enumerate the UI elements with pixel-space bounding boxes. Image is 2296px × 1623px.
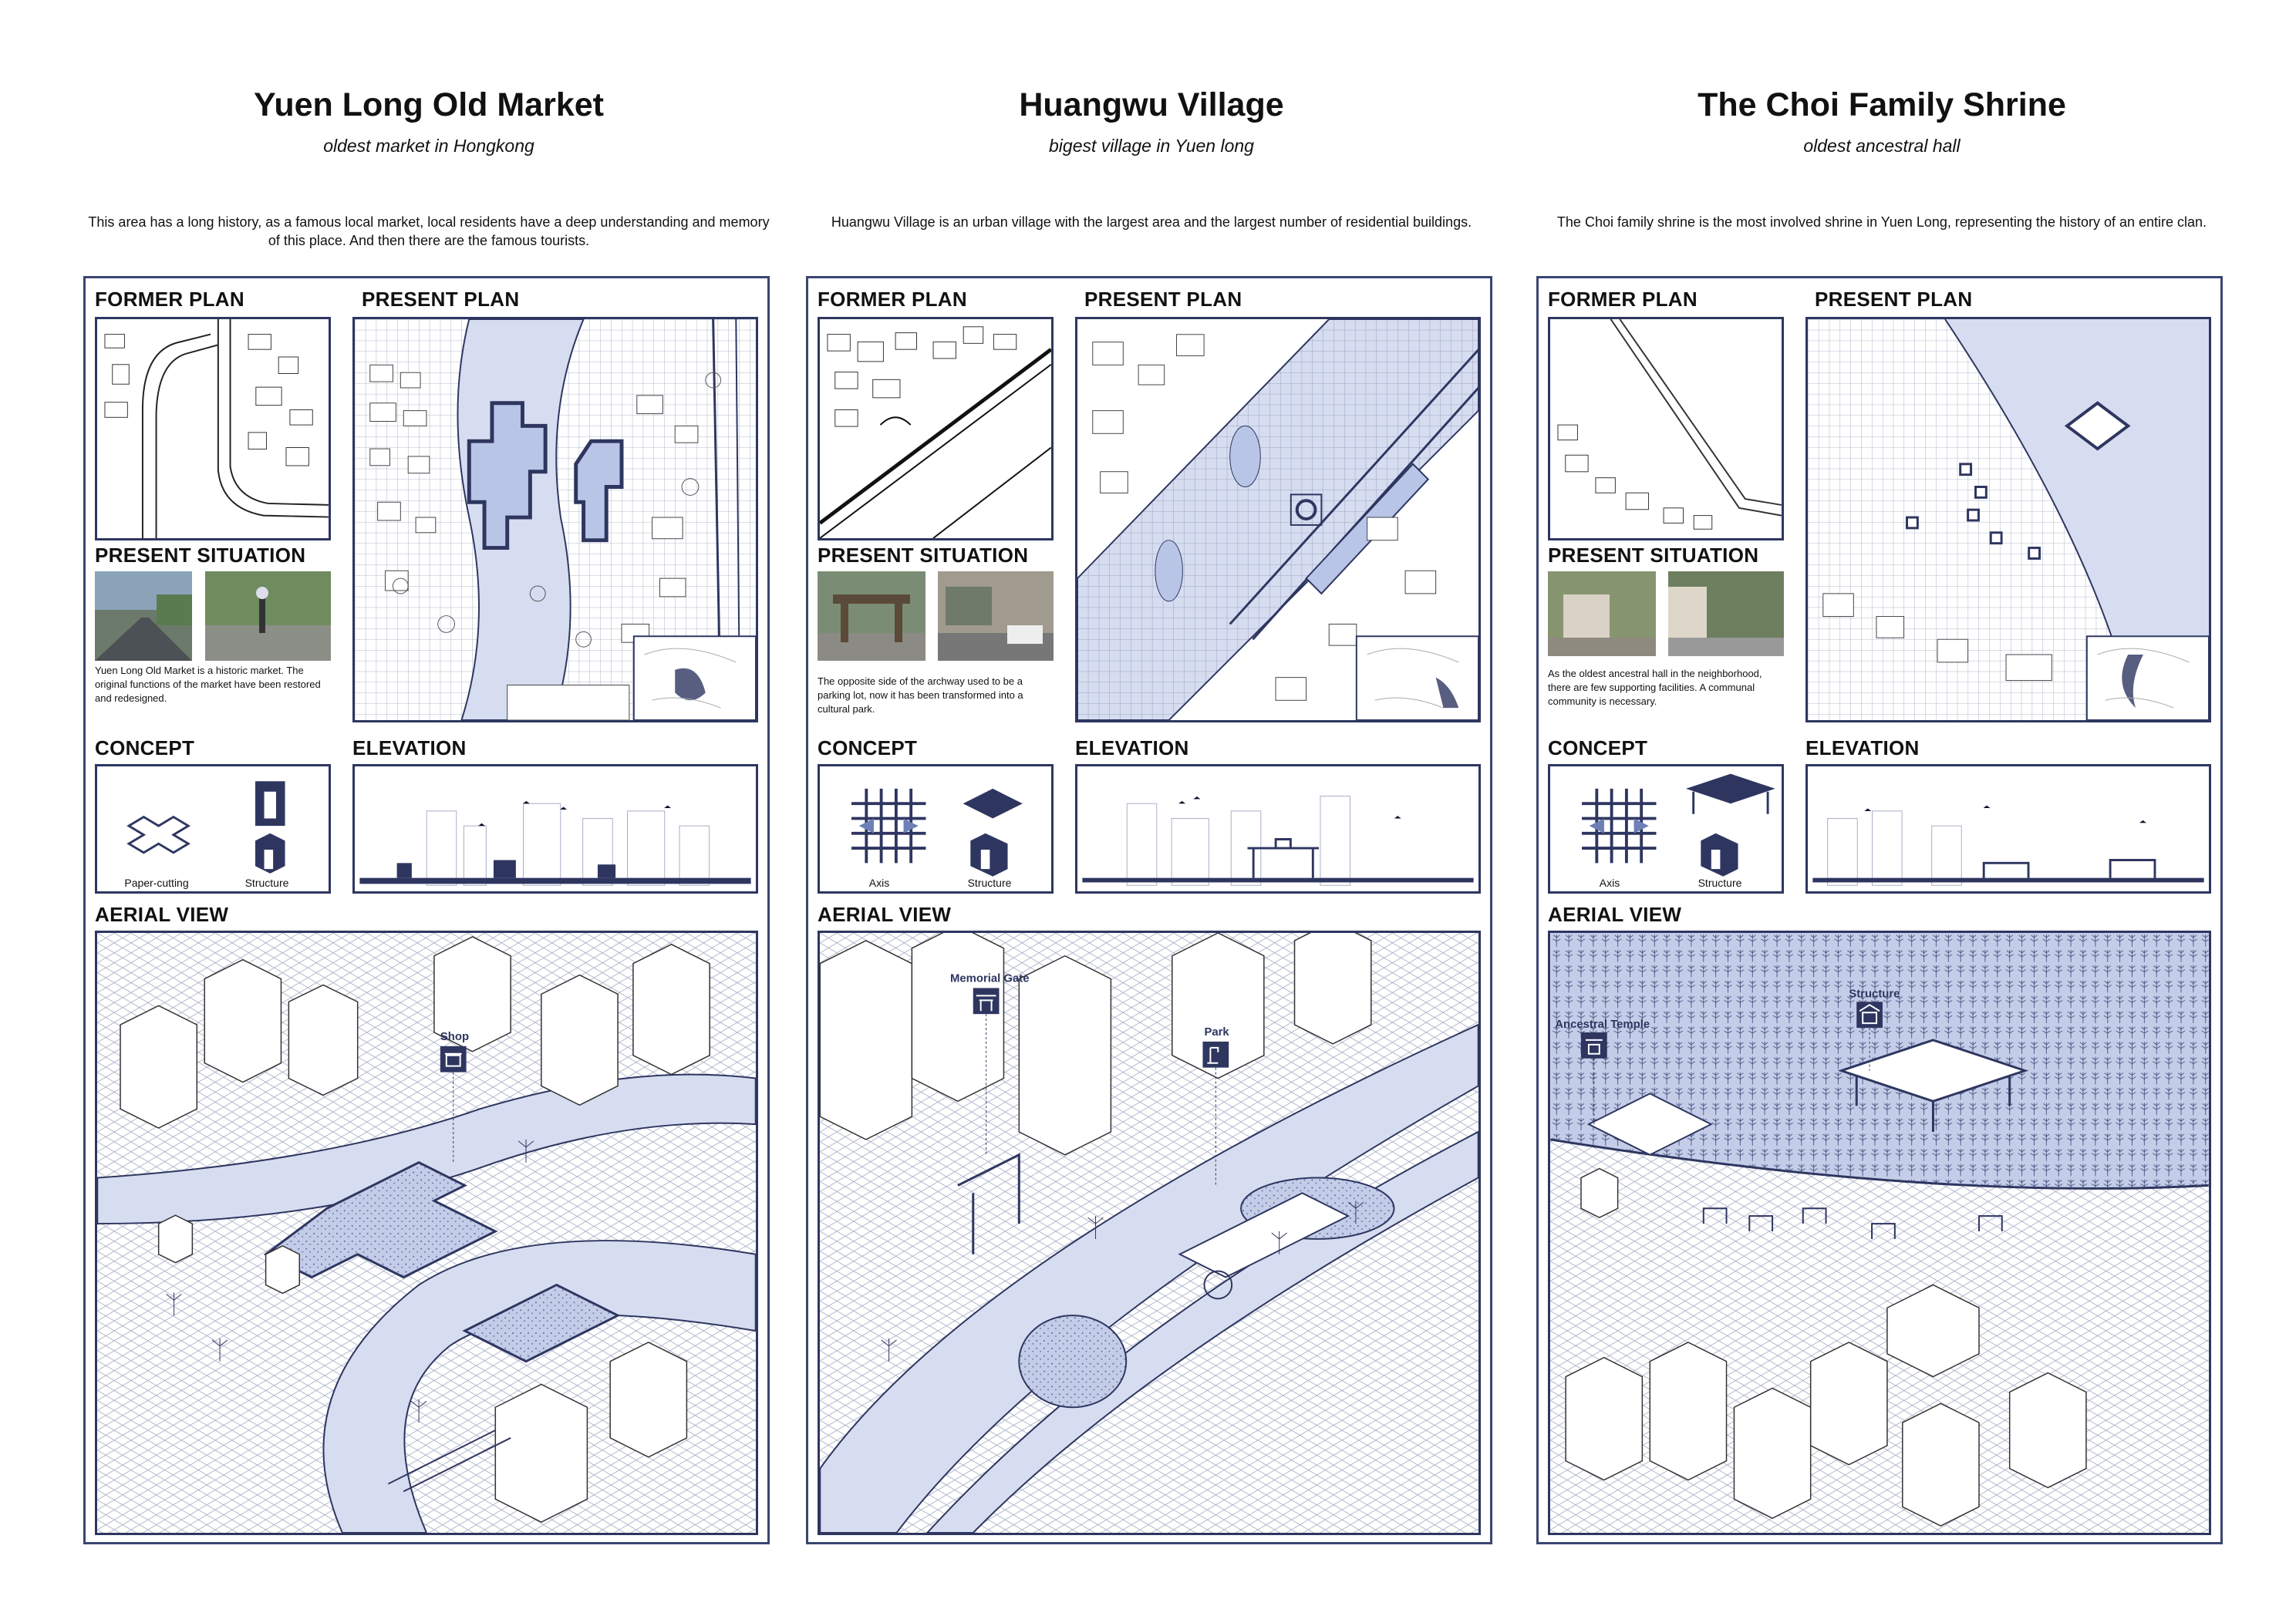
former-plan-map [818, 317, 1054, 540]
present-situation-label: PRESENT SITUATION [1548, 544, 1759, 567]
site-subtitle: oldest market in Hongkong [323, 136, 534, 156]
situation-caption: As the oldest ancestral hall in the neig… [1548, 668, 1762, 707]
aerial-view-drawing: Memorial Gate Park [818, 931, 1481, 1535]
site-subtitle: bigest village in Yuen long [1049, 136, 1254, 156]
situation-photo-2 [938, 571, 1054, 661]
concept-label: CONCEPT [95, 736, 195, 759]
elevation-label: ELEVATION [1075, 736, 1189, 759]
concept-diagram [818, 764, 1054, 894]
present-situation-label: PRESENT SITUATION [95, 544, 306, 567]
site-board: FORMER PLAN PRESENT PLAN [806, 276, 1492, 1544]
present-plan-label: PRESENT PLAN [362, 288, 520, 311]
present-plan-map [1075, 317, 1481, 722]
site-board: FORMER PLAN PRESENT PLAN [83, 276, 770, 1544]
aerial-tag-structure: Structure [1849, 988, 1900, 1000]
present-plan-label: PRESENT PLAN [1084, 288, 1242, 311]
former-plan-label: FORMER PLAN [1548, 288, 1698, 311]
situation-photo-2 [1668, 571, 1784, 656]
former-plan-label: FORMER PLAN [95, 288, 244, 311]
aerial-tag-ancestral-temple: Ancestral Temple [1555, 1019, 1650, 1031]
site-description: Huangwu Village is an urban village with… [831, 214, 1472, 230]
present-plan-label: PRESENT PLAN [1815, 288, 1973, 311]
situation-photo-1 [1548, 571, 1656, 656]
elevation-drawing [1075, 764, 1481, 894]
present-situation-label: PRESENT SITUATION [818, 544, 1029, 567]
site-description: This area has a long history, as a famou… [88, 214, 770, 248]
aerial-tag-park: Park [1204, 1026, 1229, 1039]
situation-photo-2 [205, 571, 331, 661]
site-subtitle: oldest ancestral hall [1803, 136, 1961, 156]
concept-label: CONCEPT [818, 736, 918, 759]
concept-caption-2: Structure [244, 877, 289, 889]
elevation-drawing [1805, 764, 2211, 894]
concept-caption-2: Structure [1698, 877, 1742, 889]
aerial-view-label: AERIAL VIEW [1548, 903, 1682, 926]
aerial-view-drawing: Ancestral Temple Structure [1548, 931, 2211, 1535]
aerial-view-label: AERIAL VIEW [95, 903, 229, 926]
former-plan-map [1548, 317, 1784, 540]
site-choi-family-shrine: The Choi Family Shrine oldest ancestral … [1496, 0, 2267, 1623]
site-yuen-long-old-market: Yuen Long Old Market oldest market in Ho… [43, 0, 814, 1623]
situation-photo-1 [95, 571, 192, 661]
concept-diagram [95, 764, 331, 894]
elevation-label: ELEVATION [1805, 736, 1920, 759]
concept-caption-1: Axis [868, 877, 890, 889]
aerial-view-drawing: Shop [95, 931, 758, 1535]
present-plan-map [1805, 317, 2211, 722]
former-plan-label: FORMER PLAN [818, 288, 967, 311]
concept-diagram [1548, 764, 1784, 894]
concept-caption-1: Axis [1599, 877, 1620, 889]
site-title: The Choi Family Shrine [1698, 86, 2066, 123]
elevation-label: ELEVATION [352, 736, 467, 759]
aerial-tag-memorial-gate: Memorial Gate [950, 973, 1030, 985]
present-plan-map [352, 317, 758, 722]
aerial-tag-shop: Shop [440, 1031, 469, 1043]
situation-photo-1 [818, 571, 925, 661]
site-board: FORMER PLAN PRESENT PLAN [1536, 276, 2223, 1544]
site-title: Yuen Long Old Market [254, 86, 604, 123]
concept-caption-1: Paper-cutting [124, 877, 189, 889]
situation-caption: The opposite side of the archway used to… [818, 675, 1023, 715]
site-title: Huangwu Village [1019, 86, 1284, 123]
concept-caption-2: Structure [967, 877, 1012, 889]
site-huangwu-village: Huangwu Village bigest village in Yuen l… [766, 0, 1537, 1623]
situation-caption: Yuen Long Old Market is a historic marke… [95, 665, 321, 704]
concept-label: CONCEPT [1548, 736, 1648, 759]
elevation-drawing [352, 764, 758, 894]
aerial-view-label: AERIAL VIEW [818, 903, 952, 926]
former-plan-map [95, 317, 331, 540]
site-description: The Choi family shrine is the most invol… [1556, 214, 2207, 230]
